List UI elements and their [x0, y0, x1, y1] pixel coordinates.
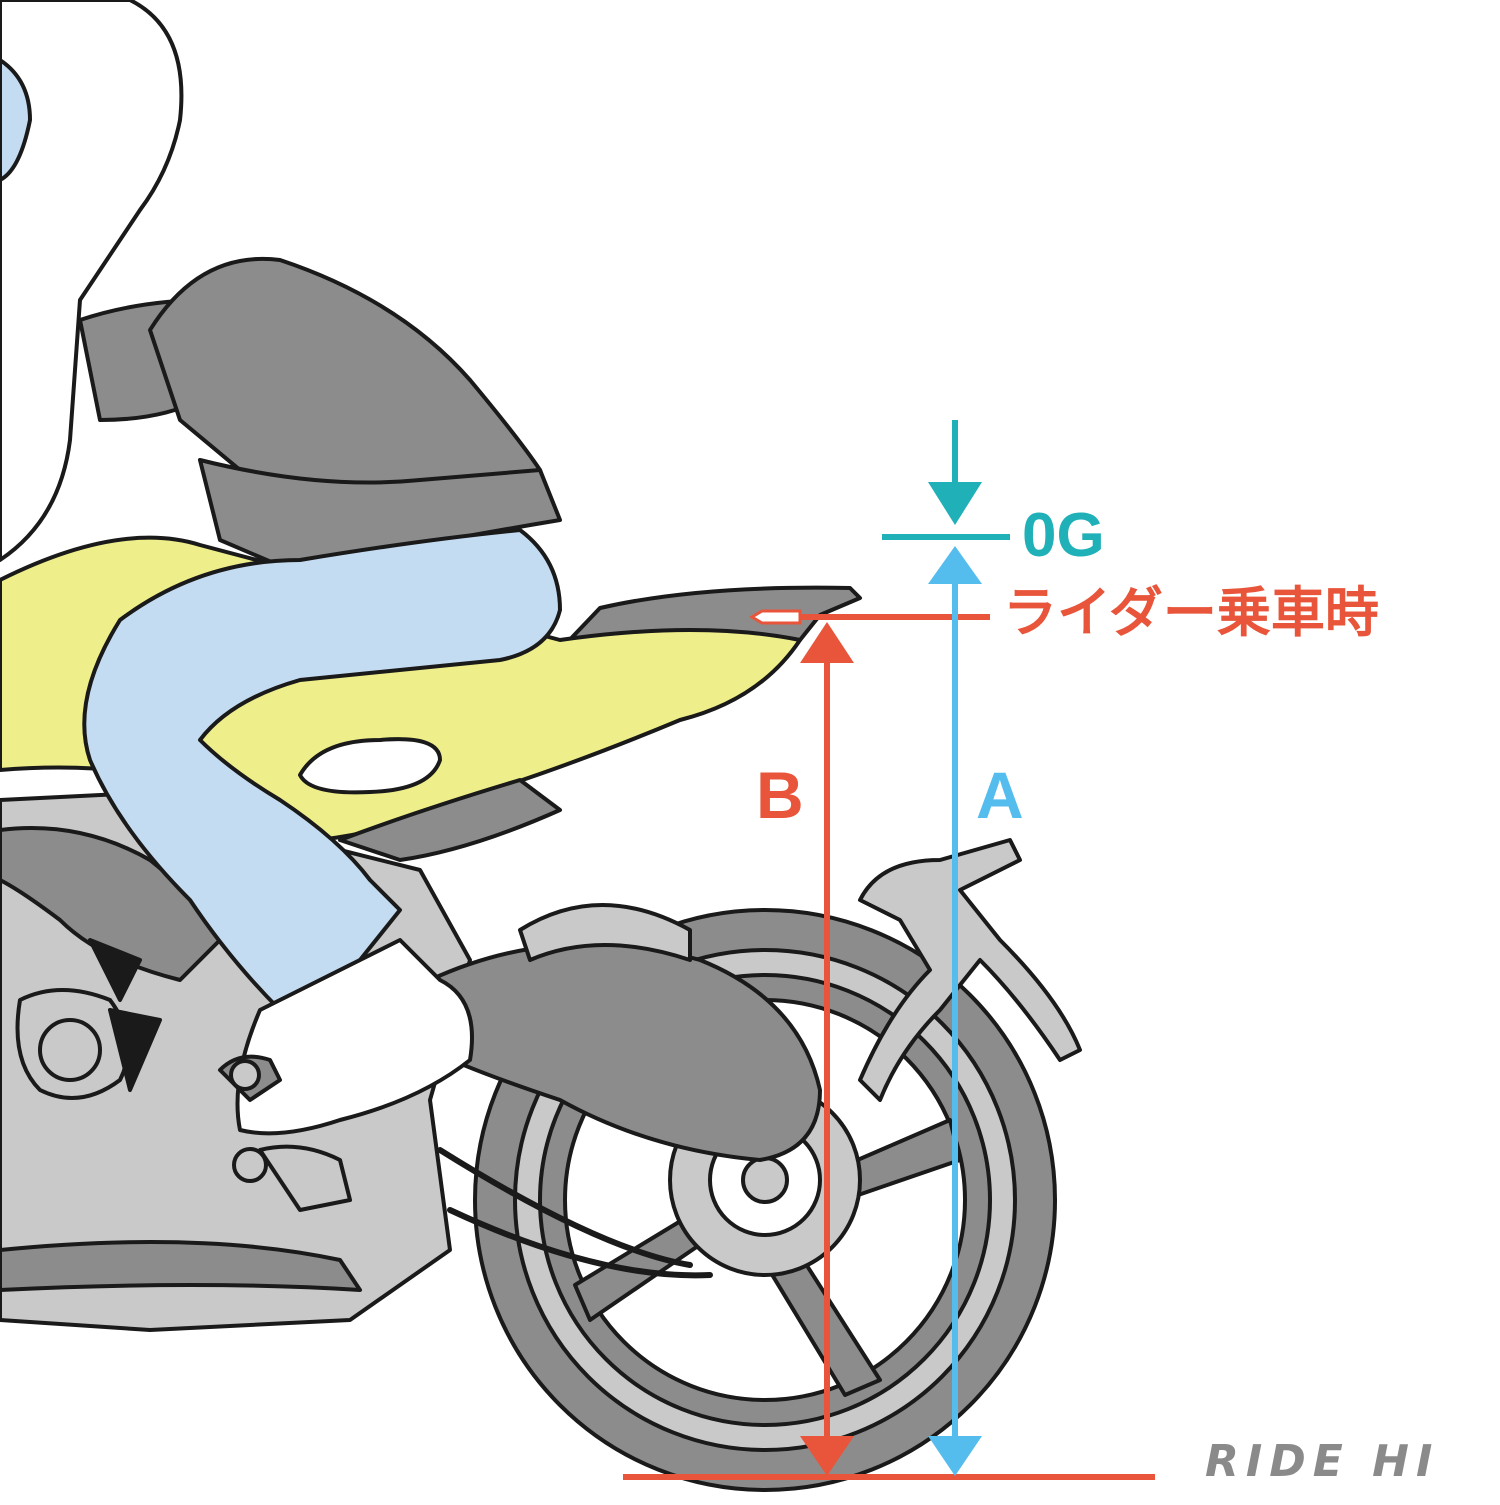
down-arrow-icon — [928, 420, 982, 525]
rider-illustration — [0, 0, 562, 1183]
up-arrow-icon — [800, 622, 854, 1476]
measurement-overlay — [623, 420, 1155, 1480]
double-arrow-icon — [928, 546, 982, 1476]
dimension-a-label: A — [976, 758, 1024, 832]
zero-g-label: 0G — [1022, 501, 1105, 570]
ride-hi-logo: RIDE HI — [1205, 1436, 1440, 1487]
rider-on-label: ライダー乗車時 — [1003, 583, 1379, 643]
dimension-b-label: B — [756, 758, 804, 832]
